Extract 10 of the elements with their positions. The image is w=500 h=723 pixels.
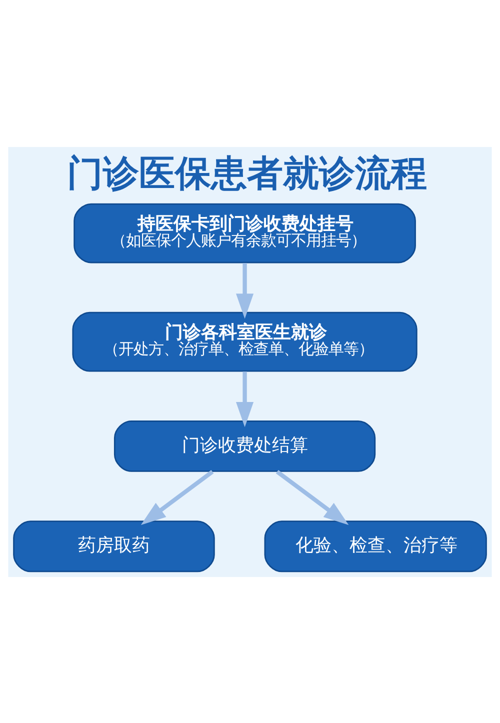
arrow (236, 371, 254, 427)
arrow (236, 262, 254, 318)
node-box: 药房取药 (13, 520, 215, 572)
node-box: 持医保卡到门诊收费处挂号 （如医保个人账户有余款可不用挂号） (74, 202, 416, 263)
arrow (276, 469, 349, 524)
diagram-title: 门诊医保患者就诊流程 (67, 151, 428, 194)
node-box: 门诊各科室医生就诊 （开处方、治疗单、检查单、化验单等） (72, 311, 418, 372)
arrow (140, 469, 214, 524)
node-box: 门诊收费处结算 (114, 420, 376, 472)
node-box: 化验、检查、治疗等 (264, 520, 487, 572)
